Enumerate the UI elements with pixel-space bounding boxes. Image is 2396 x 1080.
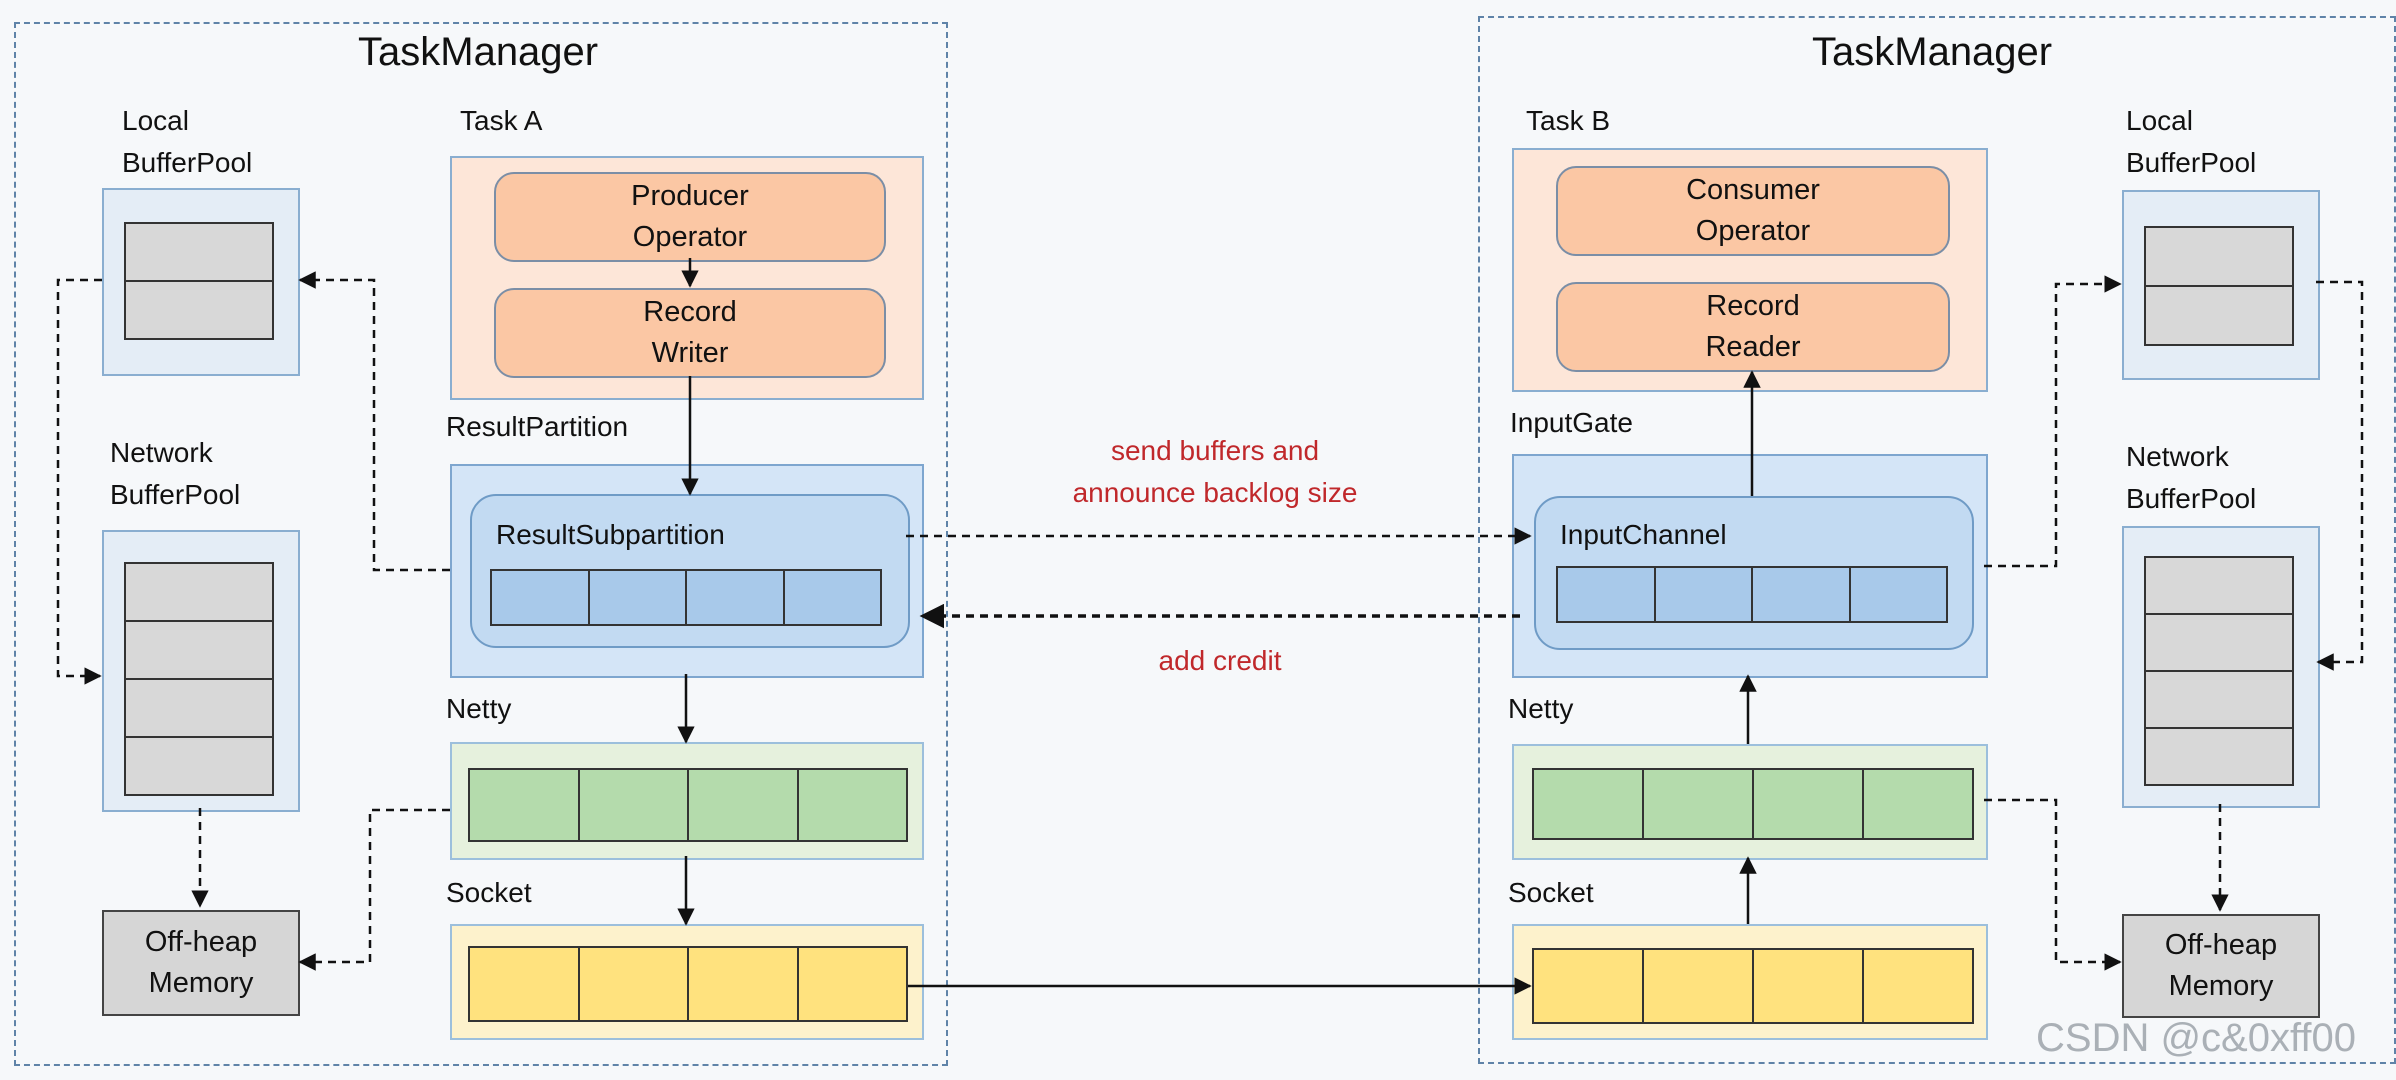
dashed-local-to-network-pool-left [56,278,102,685]
send-buffers-line1: send buffers and [1110,435,1320,466]
result-partition-label: ResultPartition [446,411,629,442]
network-bufferpool-left-buffers [124,562,274,796]
input-gate-label: InputGate [1510,407,1633,438]
add-credit-annotation: add credit [1158,645,1282,676]
network-bufferpool-right-line1: Network [2126,441,2229,472]
netty-left-label: Netty [446,693,512,724]
offheap-memory-right-line1: Off-heap [2164,929,2278,961]
producer-operator-line2: Operator [632,221,748,253]
result-subpartition-buffers [490,569,882,626]
taskmanager-right [1478,16,2396,1064]
producer-operator-line1: Producer [631,180,749,212]
local-bufferpool-right-buffers [2144,226,2294,346]
dashed-netty-to-offheap-left [298,808,450,971]
result-subpartition-label: ResultSubpartition [496,519,725,550]
task-a-label: Task A [460,105,543,136]
local-bufferpool-right-line1: Local [2126,105,2193,136]
taskmanager-right-title: TaskManager [1812,30,2053,74]
send-buffers-annotation: send buffers and announce backlog size [1030,430,1400,514]
socket-right-label: Socket [1508,877,1594,908]
dashed-subpartition-to-local-pool [298,271,450,572]
consumer-operator-line1: Consumer [1686,174,1820,206]
dashed-local-to-network-pool-right [2316,280,2364,671]
local-bufferpool-left-buffers [124,222,274,340]
network-bufferpool-left-line2: BufferPool [110,479,241,510]
record-reader-line2: Reader [1705,331,1801,363]
taskmanager-left-title: TaskManager [358,30,599,74]
dashed-channel-to-local-pool-right [1984,275,2122,568]
network-bufferpool-right-line2: BufferPool [2126,483,2257,514]
netty-left-buffers [468,768,908,842]
record-reader-line1: Record [1706,290,1800,322]
local-bufferpool-left-line1: Local [122,105,189,136]
task-b-label: Task B [1526,105,1611,136]
network-bufferpool-left-line1: Network [110,437,213,468]
send-buffers-line2: announce backlog size [1072,477,1358,508]
netty-right-buffers [1532,768,1974,840]
input-channel-label: InputChannel [1560,519,1727,550]
record-writer-line2: Writer [651,337,729,369]
offheap-memory-left-line1: Off-heap [144,926,258,958]
socket-left-label: Socket [446,877,532,908]
dashed-netty-to-offheap-right [1984,798,2122,971]
network-bufferpool-right-buffers [2144,556,2294,786]
local-bufferpool-right-line2: BufferPool [2126,147,2257,178]
consumer-operator-line2: Operator [1695,215,1811,247]
offheap-memory-left-line2: Memory [148,967,254,999]
socket-left-buffers [468,946,908,1022]
local-bufferpool-left-line2: BufferPool [122,147,253,178]
netty-right-label: Netty [1508,693,1574,724]
socket-right-buffers [1532,948,1974,1024]
input-channel-buffers [1556,566,1948,623]
watermark: CSDN @c&0xff00 [2036,1016,2356,1060]
record-writer-line1: Record [643,296,737,328]
taskmanager-left [14,22,948,1066]
offheap-memory-right-line2: Memory [2168,970,2274,1002]
